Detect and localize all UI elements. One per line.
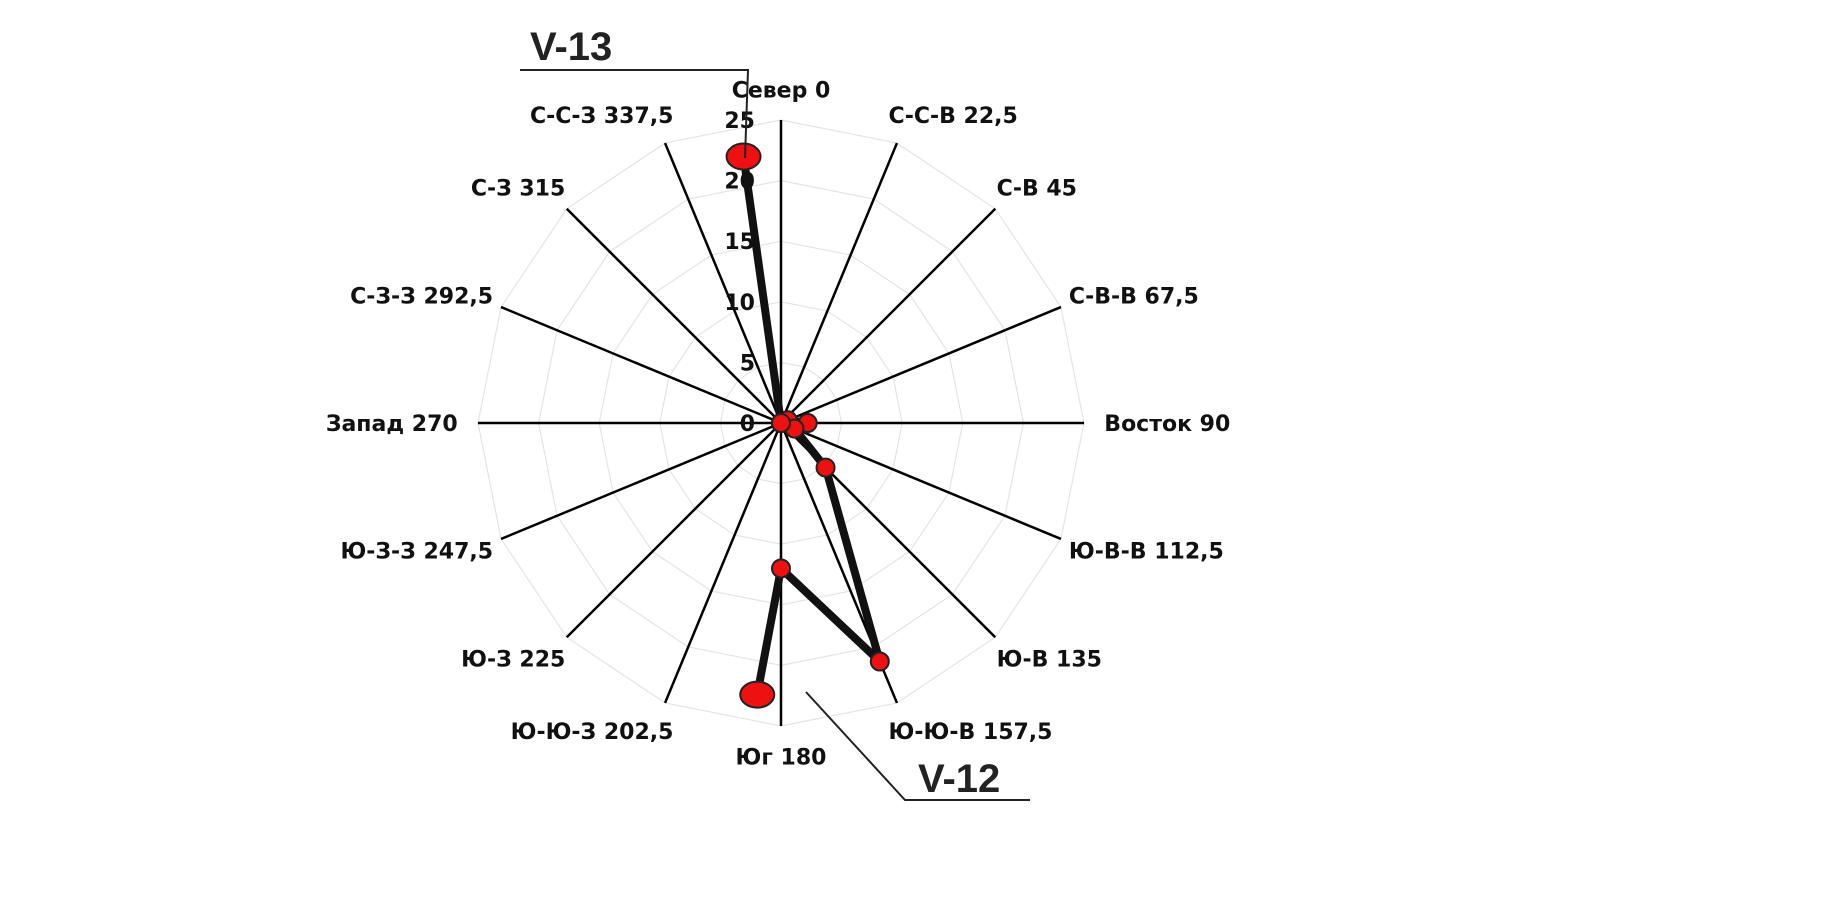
direction-label: Ю-В-В 112,5: [1069, 540, 1224, 565]
v12-label: V-12: [918, 757, 1000, 801]
data-point: [815, 457, 836, 478]
data-point: [739, 680, 776, 709]
direction-label: Ю-Ю-В 157,5: [889, 720, 1053, 745]
v12-leader-line: [805, 691, 1030, 801]
direction-label: С-В 45: [997, 176, 1077, 201]
direction-label: Восток 90: [1104, 412, 1230, 437]
v13-label: V-13: [530, 25, 612, 69]
v13-leader-line: [520, 69, 750, 159]
data-point: [869, 651, 890, 672]
data-point: [725, 142, 762, 171]
radial-tick-label: 5: [740, 351, 755, 376]
direction-label: С-С-З 337,5: [530, 104, 673, 129]
series-line-V-13: [739, 155, 785, 424]
radial-tick-label: 10: [724, 291, 755, 316]
direction-label: Ю-З-З 247,5: [340, 540, 493, 565]
axis-line: [780, 421, 1062, 541]
direction-labels: Север 0С-С-В 22,5С-В 45С-В-В 67,5Восток …: [326, 79, 1230, 771]
direction-label: Запад 270: [326, 412, 458, 437]
axis-line: [500, 421, 782, 541]
axis-line: [779, 142, 899, 424]
annotations: V-13 V-12: [520, 25, 1030, 801]
series-lines: [725, 142, 890, 709]
direction-label: С-З 315: [471, 176, 566, 201]
direction-label: Юг 180: [736, 745, 827, 770]
axis-line: [663, 142, 783, 424]
radial-tick-label: 15: [724, 230, 755, 255]
radial-tick-label: 0: [740, 412, 755, 437]
direction-label: С-З-З 292,5: [350, 284, 493, 309]
axis-line: [663, 422, 783, 704]
axis-line: [500, 305, 782, 425]
direction-label: С-С-В 22,5: [889, 104, 1018, 129]
axis-line: [565, 207, 782, 424]
axis-line: [565, 422, 782, 639]
radial-tick-label: 25: [724, 109, 755, 134]
axis-line: [780, 305, 1062, 425]
data-point: [771, 413, 791, 433]
axis-line: [780, 207, 997, 424]
direction-label: Ю-В 135: [997, 648, 1102, 673]
direction-label: Ю-Ю-З 202,5: [511, 720, 674, 745]
direction-label: Ю-З 225: [461, 648, 565, 673]
direction-label: С-В-В 67,5: [1069, 284, 1199, 309]
data-point: [771, 558, 791, 579]
